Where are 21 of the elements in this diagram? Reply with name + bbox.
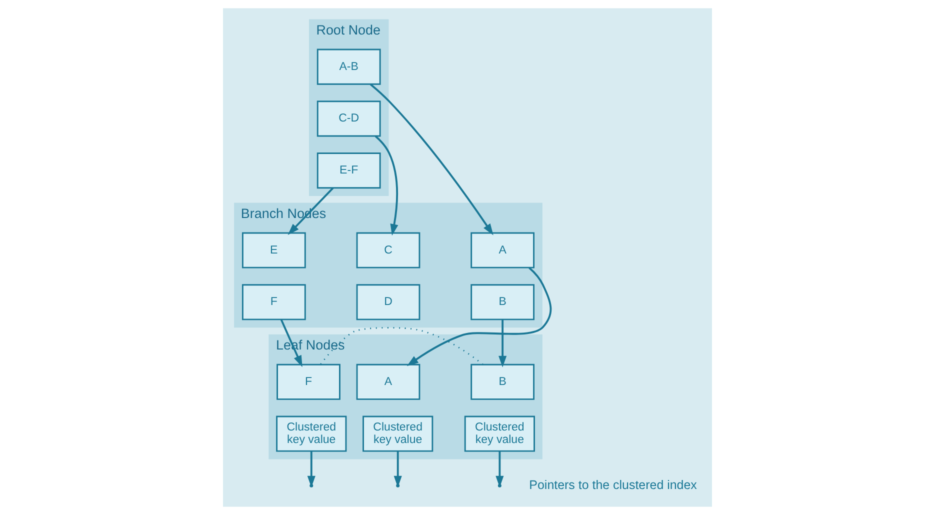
node-box: F	[242, 284, 306, 320]
node-box: A	[356, 364, 420, 400]
node-box: E-F	[316, 152, 381, 189]
node-box: C-D	[316, 100, 381, 137]
node-box: C	[356, 232, 420, 268]
node-box: A	[470, 232, 534, 268]
node-box: A-B	[316, 48, 381, 85]
node-box: Clustered key value	[464, 416, 535, 452]
node-box: Clustered key value	[362, 416, 434, 452]
node-box: D	[356, 284, 420, 320]
label: Pointers to the clustered index	[529, 478, 697, 492]
node-box: B	[470, 364, 534, 400]
arrow	[374, 135, 398, 236]
connector	[320, 327, 484, 366]
node-box: Clustered key value	[276, 416, 347, 452]
arrow	[406, 267, 552, 366]
node-box: B	[470, 284, 534, 320]
arrow	[498, 320, 507, 368]
node-box: E	[242, 232, 306, 268]
node-box: F	[276, 364, 340, 400]
arrow	[370, 84, 494, 236]
